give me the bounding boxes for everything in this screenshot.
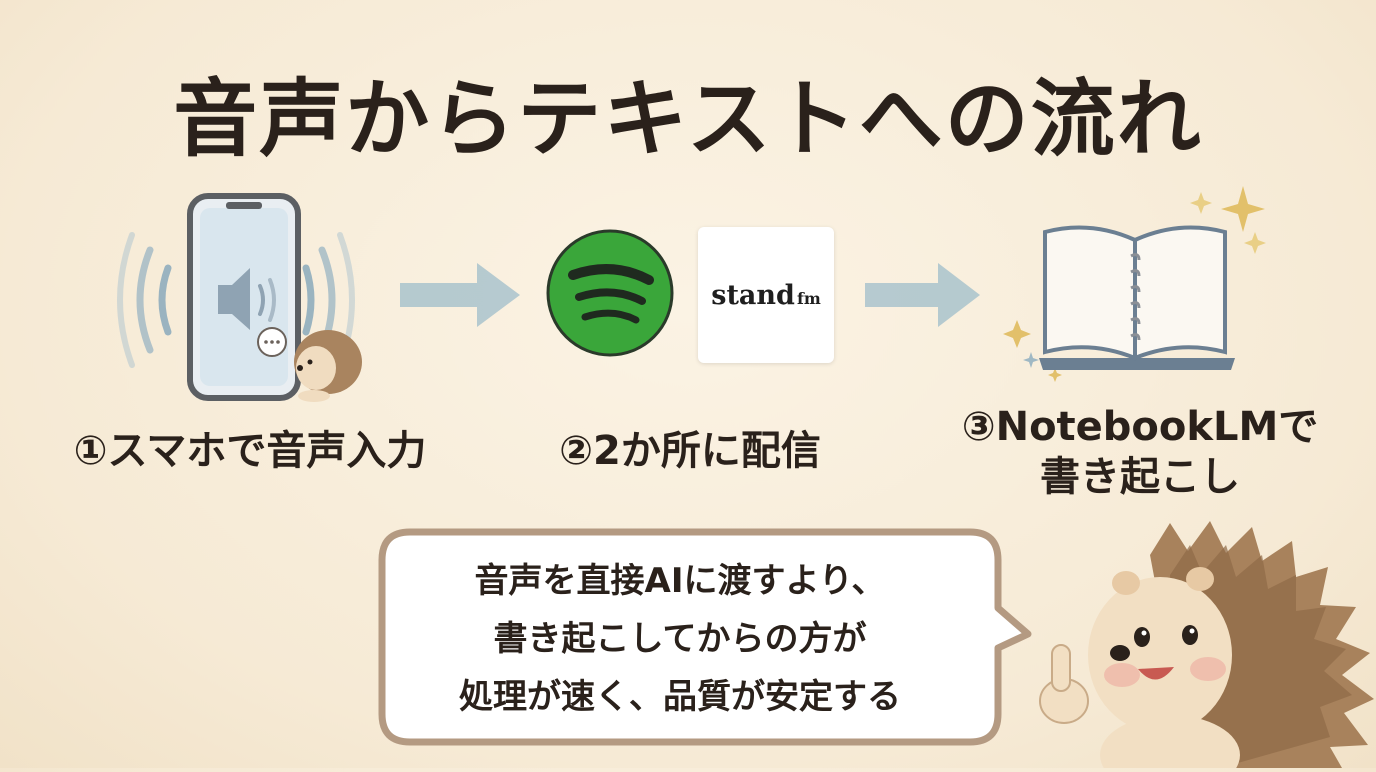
- speech-line-1: 音声を直接AIに渡すより、: [474, 561, 886, 601]
- step-1-label: ①スマホで音声入力: [73, 428, 427, 474]
- arrow-right-icon: [860, 255, 985, 335]
- step-2-label: ②2か所に配信: [559, 428, 821, 474]
- speech-line-3: 処理が速く、品質が安定する: [459, 677, 901, 717]
- step-3-label-line-1: ③NotebookLMで: [961, 404, 1319, 450]
- hedgehog-mascot-icon: [1030, 515, 1376, 772]
- step-3-label: ③NotebookLMで 書き起こし: [960, 402, 1320, 502]
- spotify-logo-icon: [545, 228, 675, 358]
- notebook-sparkle-icon: [995, 180, 1275, 400]
- page-title: 音声からテキストへの流れ: [173, 70, 1203, 168]
- step-3-label-line-2: 書き起こし: [1040, 454, 1240, 500]
- speech-bubble: [376, 524, 1036, 750]
- speech-line-2: 書き起こしてからの方が: [493, 619, 867, 659]
- speech-bubble-text: 音声を直接AIに渡すより、 書き起こしてからの方が 処理が速く、品質が安定する: [400, 552, 960, 726]
- smartphone-speaker-icon: [110, 190, 380, 410]
- arrow-right-icon: [395, 255, 525, 335]
